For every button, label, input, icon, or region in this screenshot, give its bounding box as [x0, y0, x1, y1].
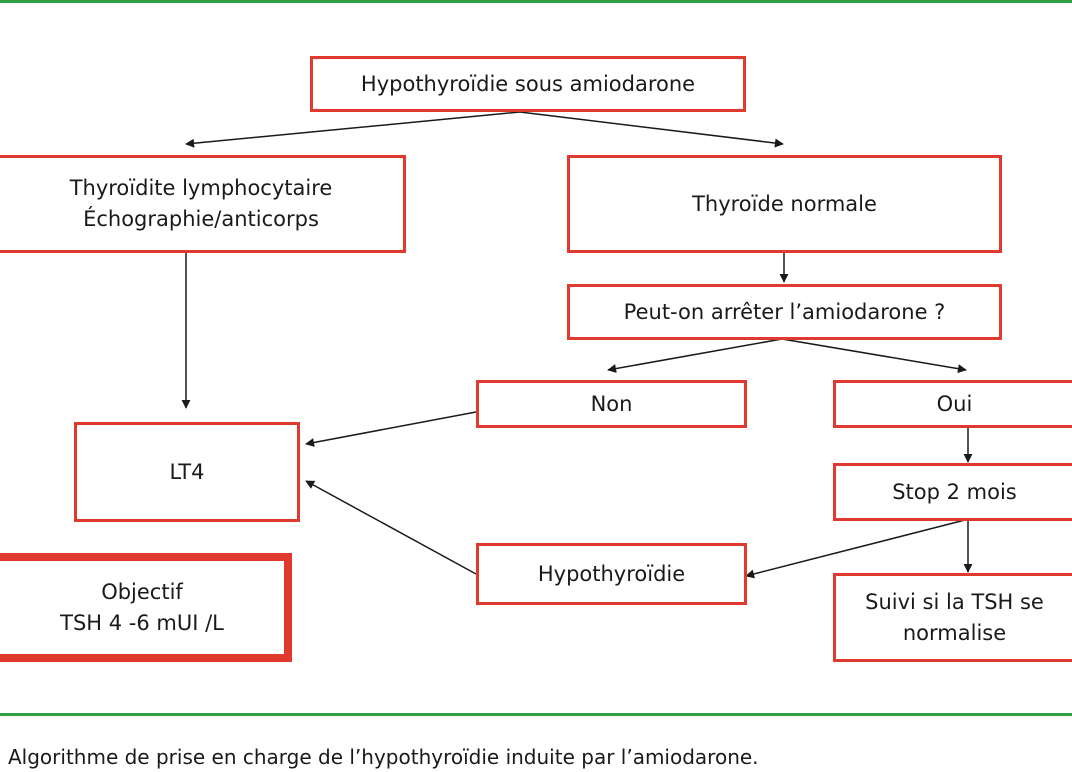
node-thyroide-normale: Thyroïde normale — [567, 155, 1002, 253]
node-stop-2-mois: Stop 2 mois — [833, 463, 1072, 521]
arrow-arreter-to-oui — [781, 338, 967, 374]
node-lt4: LT4 — [74, 422, 300, 522]
arrow-arreter-to-non — [607, 338, 783, 374]
top-rule — [0, 0, 1072, 3]
node-hypothyroidie: Hypothyroïdie — [476, 543, 747, 605]
node-oui: Oui — [833, 380, 1072, 428]
bottom-rule — [0, 713, 1072, 716]
arrow-non-to-lt4 — [305, 411, 477, 447]
figure-caption: Algorithme de prise en charge de l’hypot… — [8, 745, 759, 769]
node-hypothyroidie-sous-amiodarone: Hypothyroïdie sous amiodarone — [310, 56, 746, 112]
node-suivi-tsh: Suivi si la TSH se normalise — [833, 573, 1072, 662]
node-thyroidite-lymphocytaire: Thyroïdite lymphocytaire Échographie/ant… — [0, 155, 406, 253]
arrow-root-to-normale — [519, 111, 784, 148]
node-objectif-tsh: Objectif TSH 4 -6 mUI /L — [0, 553, 292, 662]
node-non: Non — [476, 380, 747, 428]
arrow-stop-to-hypo — [745, 519, 966, 579]
node-peut-on-arreter: Peut-on arrêter l’amiodarone ? — [567, 284, 1002, 340]
arrow-hypo-to-lt4 — [305, 480, 477, 575]
arrow-root-to-lymphocytaire — [185, 111, 521, 148]
